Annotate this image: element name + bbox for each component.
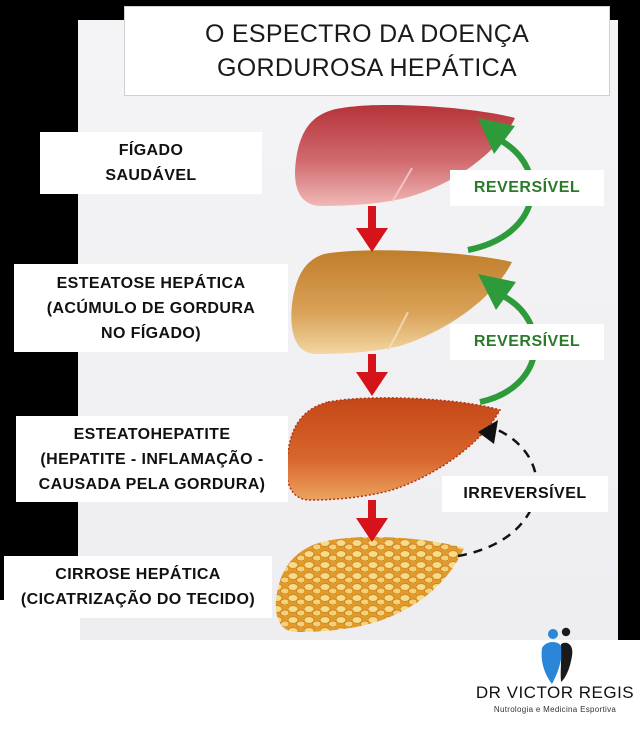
transition-label-irreversible: IRREVERSÍVEL	[442, 476, 608, 512]
stage-label-cirrhosis: CIRROSE HEPÁTICA (CICATRIZAÇÃO DO TECIDO…	[4, 556, 272, 618]
liver-steatosis	[291, 250, 512, 354]
stage-line: CIRROSE HEPÁTICA	[55, 566, 221, 583]
stage-line: ESTEATOSE HEPÁTICA	[56, 274, 246, 292]
stage-line: SAUDÁVEL	[105, 167, 197, 184]
stage-line: NO FÍGADO)	[101, 324, 201, 342]
stage-line: (CICATRIZAÇÃO DO TECIDO)	[20, 591, 256, 608]
stage-label-steatosis: ESTEATOSE HEPÁTICA (ACÚMULO DE GORDURA N…	[14, 264, 288, 352]
progression-arrow-3	[356, 500, 388, 542]
footer-band	[0, 640, 640, 731]
brand-logo-icon	[541, 627, 573, 684]
liver-steatohepatitis	[285, 397, 502, 501]
stage-line: FÍGADO	[118, 142, 184, 159]
title-line-1: O ESPECTRO DA DOENÇA	[204, 20, 530, 48]
liver-cirrhosis	[275, 536, 464, 632]
title-line-2: GORDUROSA HEPÁTICA	[217, 54, 517, 82]
liver-healthy	[295, 104, 515, 206]
stage-label-healthy: FÍGADO SAUDÁVEL	[40, 132, 262, 194]
stage-label-steatohepatitis: ESTEATOHEPATITE (HEPATITE - INFLAMAÇÃO -…	[16, 416, 288, 502]
stage-line: (ACÚMULO DE GORDURA	[46, 299, 256, 317]
stage-line: ESTEATOHEPATITE	[73, 425, 231, 443]
footer-left-band	[0, 600, 80, 731]
brand-subtitle: Nutrologia e Medicina Esportiva	[493, 705, 617, 714]
stage-line: CAUSADA PELA GORDURA)	[38, 475, 266, 493]
brand-name: DR VICTOR REGIS	[475, 683, 635, 702]
transition-label-reversible-2: REVERSÍVEL	[450, 324, 604, 360]
transition-label-reversible-1: REVERSÍVEL	[450, 170, 604, 206]
progression-arrow-2	[356, 354, 388, 396]
stage-line: (HEPATITE - INFLAMAÇÃO -	[40, 450, 264, 468]
progression-arrow-1	[356, 206, 388, 252]
title-box: O ESPECTRO DA DOENÇA GORDUROSA HEPÁTICA	[124, 6, 610, 96]
